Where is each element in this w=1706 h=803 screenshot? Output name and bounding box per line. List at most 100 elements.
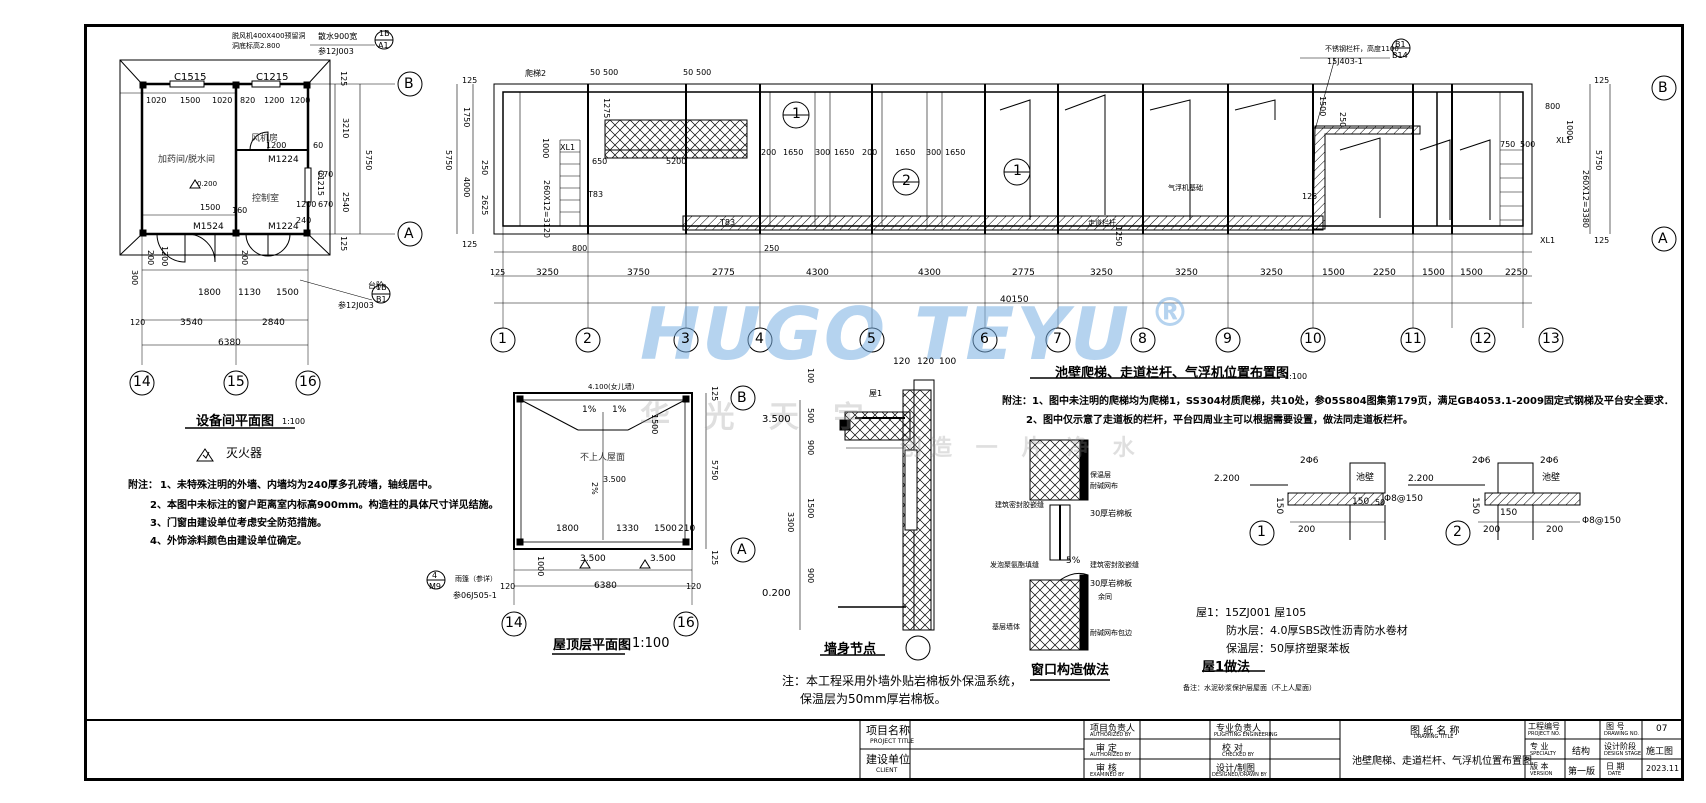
roof-dim-120a: 120 xyxy=(500,582,516,591)
axis-16: 16 xyxy=(299,374,317,390)
title-block-grid xyxy=(84,719,1684,778)
win-slope: 5% xyxy=(1066,556,1081,566)
notes-right-1: 附注：1、图中未注明的爬梯均为爬梯1，SS304材质爬梯，共10处，参05S80… xyxy=(1002,396,1674,407)
dim-1020a: 1020 xyxy=(146,96,167,105)
axis-15: 15 xyxy=(227,374,245,390)
wall-dim-v-1500: 1500 xyxy=(806,498,815,519)
dim-1000: 1000 xyxy=(541,138,550,159)
roof-slope-1: 1% xyxy=(582,405,597,415)
s1-id: 1 xyxy=(1257,524,1266,540)
bay-dim-4: 4300 xyxy=(806,268,829,278)
bay-total: 40150 xyxy=(1000,295,1029,305)
dim-1250: 1250 xyxy=(1114,226,1123,247)
dim-820: 820 xyxy=(240,96,256,105)
wall-dim-v-900: 900 xyxy=(806,440,815,456)
tb-version-en: VERSION xyxy=(1530,771,1553,777)
tb-discipline: 专 业 xyxy=(1530,742,1549,751)
roof-dim-125b: 125 xyxy=(710,550,719,566)
dim-inner-160: 160 xyxy=(232,206,248,215)
window-detail-title: 窗口构造做法 xyxy=(1031,663,1110,678)
axis-14: 14 xyxy=(133,374,151,390)
watermark-logo: HUGO TEYU xyxy=(640,292,1131,376)
callout-ref-top: 参12J003 xyxy=(318,47,354,56)
dim-250: 250 xyxy=(764,244,780,253)
tb-design-en: DESIGNED/DRAWN BY xyxy=(1212,772,1267,778)
dim-right-125a-main: 125 xyxy=(1594,76,1610,85)
dim-1500a: 1500 xyxy=(180,96,201,105)
win-label-rockwool-a: 30厚岩棉板 xyxy=(1090,509,1133,518)
wall-note-2: 保温层为50mm厚岩棉板。 xyxy=(800,692,947,706)
win-label-mesh: 耐碱网布 xyxy=(1090,482,1118,490)
tag-1b-a1-top: 1B xyxy=(379,29,390,38)
dim-1275: 1275 xyxy=(602,98,611,119)
s1-level: 2.200 xyxy=(1214,474,1240,484)
roof-plan xyxy=(426,385,756,655)
tag-1b-b1-bottom: B1 xyxy=(376,295,387,304)
dim-left-5750: 5750 xyxy=(444,150,453,171)
tb-approve: 审 定 xyxy=(1096,744,1117,754)
roof-method-line3: 保温层：50厚挤塑聚苯板 xyxy=(1226,642,1350,655)
bay-dim-10: 1500 xyxy=(1322,268,1345,278)
roof-slope-2: 1% xyxy=(612,405,627,415)
tb-lead-en: PLIGHTING ENGINEERING xyxy=(1214,732,1278,738)
section-details xyxy=(1202,462,1581,672)
roof-method-line1: 屋1：15ZJ001 屋105 xyxy=(1196,606,1307,619)
s1-v1: 50 xyxy=(1375,498,1386,507)
callout-step-ref: 参12J003 xyxy=(338,301,374,310)
window-c1215-right: C1215 xyxy=(316,170,325,196)
axis-10: 10 xyxy=(1304,331,1322,347)
dim-800b: 800 xyxy=(1545,102,1561,111)
notes-right-2: 2、图中仅示意了走道板的栏杆，平台四周业主可以根据需要设置，做法同走道板栏杆。 xyxy=(1026,415,1413,426)
roof-dim-125a: 125 xyxy=(710,386,719,402)
dim-1800: 1800 xyxy=(198,288,221,298)
dim-200b: 200 xyxy=(862,148,878,157)
wall-dim-v-3300: 3300 xyxy=(786,512,795,533)
tb-drawing-no: 图 号 xyxy=(1606,722,1625,731)
label-ladder-2: 爬梯2 xyxy=(525,69,547,78)
axis-7: 7 xyxy=(1053,331,1062,347)
tb-version: 版 本 xyxy=(1530,762,1549,771)
tb-project-no-en: PROJECT NO. xyxy=(1528,731,1561,737)
dim-1500-up: 1500 xyxy=(1318,96,1327,117)
roof-dim-1500: 1500 xyxy=(650,414,659,435)
roof-axis-b: B xyxy=(737,390,747,406)
watermark-registered: ® xyxy=(1150,290,1190,336)
dim-left-1750: 1750 xyxy=(462,107,471,128)
axis-9: 9 xyxy=(1223,331,1232,347)
win-label-same: 余同 xyxy=(1098,593,1112,601)
dim-inner-1200b: 1200 xyxy=(296,200,317,209)
win-label-rockwool-b: 30厚岩棉板 xyxy=(1090,579,1133,588)
tb-stage-value: 施工图 xyxy=(1646,747,1674,757)
bay-dim-12: 1500 xyxy=(1422,268,1445,278)
roof-plan-title: 屋顶层平面图 xyxy=(553,638,632,653)
roof-dim-1330: 1330 xyxy=(616,524,639,534)
roof-dim-1500b: 1500 xyxy=(654,524,677,534)
level-0200: 0.200 xyxy=(197,180,218,188)
axis-a-equipment: A xyxy=(404,226,414,242)
roof-method-title: 屋1做法 xyxy=(1202,660,1251,675)
dim-left-125a: 125 xyxy=(462,76,478,85)
dim-250b: 250 xyxy=(1338,112,1347,128)
dim-650: 650 xyxy=(592,157,608,166)
wall-level-top: 3.500 xyxy=(762,414,791,425)
watermark-slogan: 创造 一 片 净 水 xyxy=(900,436,1143,461)
window-c1215: C1215 xyxy=(256,72,289,83)
room-dosing: 加药间/脱水间 xyxy=(158,155,216,165)
roof-plan-scale: 1:100 xyxy=(632,636,670,651)
s2-rebar-r: 2Φ6 xyxy=(1540,456,1559,466)
s1-h: 150 xyxy=(1274,497,1284,515)
dim-750: 750 xyxy=(1500,140,1516,149)
tb-project-name: 项目名称 xyxy=(866,724,910,737)
tb-drawing-no-value: 07 xyxy=(1656,724,1668,734)
dim-1200b: 1200 xyxy=(290,96,311,105)
bay-dim-14: 2250 xyxy=(1505,268,1528,278)
dim-inner-670b: 670 xyxy=(318,200,334,209)
axis-12: 12 xyxy=(1474,331,1492,347)
wall-dim-v-100: 100 xyxy=(806,368,815,384)
bay-dim-5: 4300 xyxy=(918,268,941,278)
dim-800a: 800 xyxy=(572,244,588,253)
wall-detail-section xyxy=(799,379,935,661)
bay-dim-3: 2775 xyxy=(712,268,735,278)
dim-left-2625: 2625 xyxy=(480,195,489,216)
tb-project-no: 工程编号 xyxy=(1528,722,1560,731)
